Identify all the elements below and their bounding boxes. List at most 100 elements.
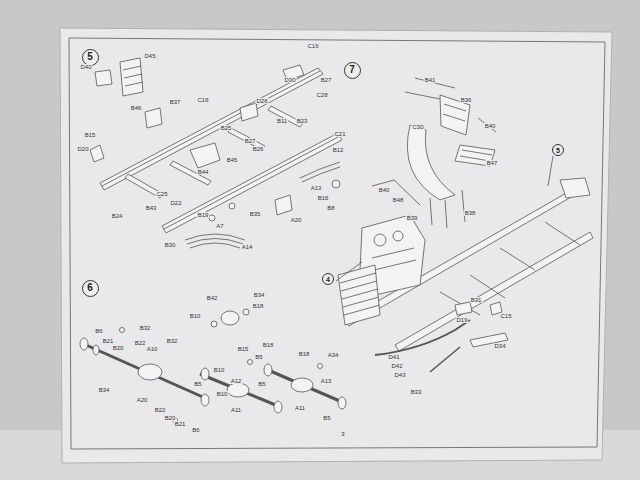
part-number: A11 bbox=[230, 407, 242, 413]
step-label: 4 bbox=[326, 276, 330, 283]
wheel-hub bbox=[80, 338, 88, 350]
step-number: 7 bbox=[344, 62, 361, 79]
rail-flange bbox=[164, 136, 340, 229]
part-number: B38 bbox=[464, 210, 477, 216]
engine-detail bbox=[372, 248, 416, 270]
part-number: D26 bbox=[255, 98, 268, 104]
part-number: B44 bbox=[197, 169, 210, 175]
part-number: B33 bbox=[410, 389, 423, 395]
pipe-part bbox=[430, 347, 460, 372]
part-number: A20 bbox=[290, 217, 303, 223]
part-number: B31 bbox=[470, 297, 483, 303]
wheel-hub bbox=[93, 345, 99, 355]
part-number: B39 bbox=[406, 215, 419, 221]
part-number: B40 bbox=[484, 123, 497, 129]
step-number: 5 bbox=[82, 49, 99, 66]
part-number: B25 bbox=[220, 125, 233, 131]
rod-part bbox=[405, 78, 455, 100]
part-number: B32 bbox=[139, 325, 152, 331]
part-number: B6 bbox=[94, 328, 103, 334]
small-part bbox=[120, 328, 125, 333]
part-number: B42 bbox=[206, 295, 219, 301]
bracket-part bbox=[95, 70, 112, 86]
part-number: B45 bbox=[226, 157, 239, 163]
axle bbox=[86, 345, 205, 398]
part-number: B5 bbox=[193, 381, 202, 387]
axle bbox=[200, 374, 278, 406]
bracket-part bbox=[275, 195, 292, 215]
part-number: B12 bbox=[332, 147, 345, 153]
part-number: B40 bbox=[378, 187, 391, 193]
part-number: B21 bbox=[102, 338, 115, 344]
part-number: B36 bbox=[460, 97, 473, 103]
step-label: 5 bbox=[556, 147, 560, 154]
part-number: D22 bbox=[169, 200, 182, 206]
part-number: B30 bbox=[164, 242, 177, 248]
small-part bbox=[248, 360, 253, 365]
hub-part bbox=[332, 180, 340, 188]
rod-part bbox=[372, 180, 420, 205]
part-number: B26 bbox=[252, 146, 265, 152]
plate-part bbox=[120, 58, 143, 96]
leader-line bbox=[548, 156, 553, 186]
rod-part bbox=[478, 118, 496, 132]
part-number: D41 bbox=[387, 354, 400, 360]
differential bbox=[291, 378, 313, 392]
seat-legs bbox=[430, 190, 465, 228]
callout-circle: 5 bbox=[552, 144, 564, 156]
hub-part bbox=[209, 215, 215, 221]
part-number: B37 bbox=[169, 99, 182, 105]
cross-member bbox=[440, 222, 580, 315]
instruction-sheet bbox=[60, 28, 612, 463]
wheel-hub bbox=[338, 397, 346, 409]
circle-outline bbox=[344, 62, 360, 78]
step-6-axles bbox=[80, 309, 346, 423]
leaf-spring bbox=[300, 162, 340, 182]
part-number: B11 bbox=[276, 118, 288, 124]
part-number: C30 bbox=[411, 124, 424, 130]
engine-detail bbox=[374, 234, 386, 246]
sheet-border bbox=[69, 38, 605, 449]
engine-detail bbox=[393, 231, 403, 241]
part-number: B10 bbox=[189, 313, 202, 319]
part-number: B47 bbox=[486, 160, 499, 166]
small-part bbox=[211, 321, 217, 327]
part-number: B24 bbox=[111, 213, 124, 219]
part-number: D30 bbox=[283, 77, 296, 83]
part-number: A13 bbox=[320, 378, 333, 384]
part-number: B22 bbox=[154, 407, 167, 413]
part-number: C28 bbox=[315, 92, 328, 98]
leaf-spring bbox=[185, 234, 245, 248]
frame-rail bbox=[162, 133, 342, 233]
part-number: D20 bbox=[76, 146, 89, 152]
bracket-part bbox=[240, 103, 258, 121]
step-label: 7 bbox=[349, 65, 355, 75]
plate-ribs bbox=[123, 66, 143, 86]
part-number: B18 bbox=[252, 303, 265, 309]
part-number: C16 bbox=[196, 97, 209, 103]
part-number: B27 bbox=[244, 138, 257, 144]
gear-hub bbox=[221, 311, 239, 325]
part-number: A20 bbox=[136, 397, 149, 403]
differential bbox=[227, 383, 249, 397]
part-number: A10 bbox=[146, 346, 159, 352]
part-number: A34 bbox=[327, 352, 340, 358]
part-number: C16 bbox=[306, 43, 319, 49]
part-number: B10 bbox=[213, 367, 226, 373]
part-number: D45 bbox=[143, 53, 156, 59]
differential bbox=[138, 364, 162, 380]
part-number: B48 bbox=[392, 197, 405, 203]
hub-part bbox=[229, 203, 235, 209]
bracket-part bbox=[90, 145, 104, 162]
small-part bbox=[243, 309, 249, 315]
part-number: C15 bbox=[499, 313, 512, 319]
frame-rail bbox=[395, 232, 593, 351]
part-number: C21 bbox=[333, 131, 346, 137]
step-5-chassis-parts bbox=[90, 58, 342, 248]
part-number: B32 bbox=[166, 338, 179, 344]
part-number: B43 bbox=[145, 205, 158, 211]
part-number: B8 bbox=[326, 205, 335, 211]
step-label: 5 bbox=[87, 52, 93, 62]
axle bbox=[268, 370, 342, 402]
